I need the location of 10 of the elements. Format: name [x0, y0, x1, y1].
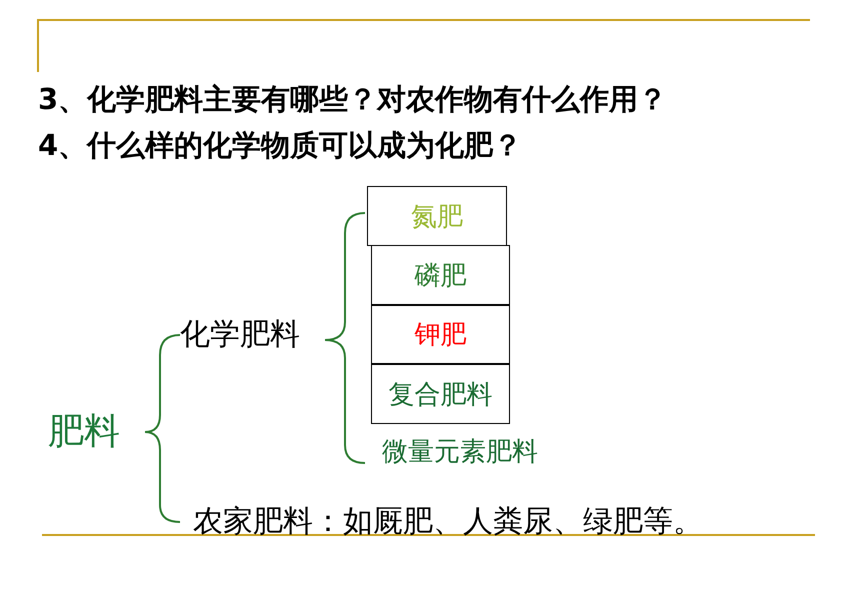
question-text: 4、什么样的化学物质可以成为化肥？	[38, 130, 522, 162]
fertilizer-box: 复合肥料	[371, 364, 510, 424]
fertilizer-box: 氮肥	[367, 186, 507, 246]
category-label: 化学肥料	[180, 318, 300, 351]
question-text: 3、化学肥料主要有哪些？对农作物有什么作用？	[38, 84, 668, 116]
fertilizer-box: 钾肥	[371, 305, 510, 364]
category-label: 微量元素肥料	[382, 438, 538, 467]
fertilizer-box: 磷肥	[371, 245, 510, 305]
category-label: 肥料	[48, 412, 120, 452]
category-label: 农家肥料：如厩肥、人粪尿、绿肥等。	[193, 505, 703, 538]
